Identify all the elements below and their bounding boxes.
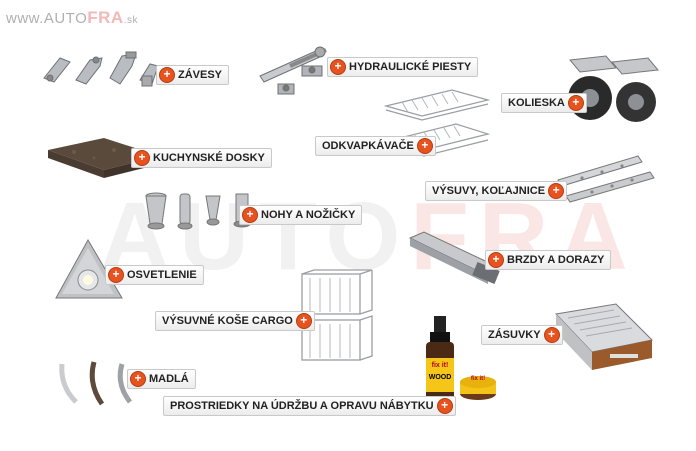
hydraulic-pistons-image[interactable]	[256, 44, 332, 100]
category-label: VÝSUVY, KOĽAJNICE	[432, 185, 546, 197]
plus-icon: +	[242, 207, 258, 223]
logo-auto: AUTO	[43, 10, 88, 27]
hinges-image[interactable]	[40, 48, 160, 90]
drawer-image[interactable]	[550, 300, 658, 392]
plus-icon: +	[548, 183, 565, 199]
category-hydraulicke-piesty[interactable]: + HYDRAULICKÉ PIESTY	[327, 57, 479, 77]
plus-icon: +	[130, 371, 146, 387]
drawer-slides-image[interactable]	[552, 150, 656, 208]
category-label: ZÁVESY	[178, 69, 223, 81]
plus-icon: +	[436, 398, 453, 414]
category-label: NOHY A NOŽIČKY	[261, 209, 356, 221]
plus-icon: +	[134, 150, 150, 166]
plus-icon: +	[567, 95, 584, 111]
category-label: MADLÁ	[149, 373, 189, 385]
category-label: KUCHYNSKÉ DOSKY	[153, 152, 265, 164]
category-prostriedky[interactable]: PROSTRIEDKY NA ÚDRŽBU A OPRAVU NÁBYTKU +	[163, 396, 456, 416]
handles-image[interactable]	[56, 356, 152, 408]
category-zavesy[interactable]: + ZÁVESY	[156, 65, 230, 85]
category-label: ZÁSUVKY	[488, 329, 541, 341]
castor-wheels-image[interactable]	[560, 52, 664, 126]
category-label: PROSTRIEDKY NA ÚDRŽBU A OPRAVU NÁBYTKU	[170, 400, 434, 412]
plus-icon: +	[488, 252, 504, 268]
plus-icon: +	[330, 59, 346, 75]
plus-icon: +	[159, 67, 175, 83]
category-vysuvne-kose-cargo[interactable]: VÝSUVNÉ KOŠE CARGO +	[155, 311, 315, 331]
category-label: BRZDY A DORAZY	[507, 254, 605, 266]
logo-fra: FRA	[87, 8, 124, 27]
category-label: KOLIESKA	[508, 97, 565, 109]
site-logo[interactable]: www.AUTOFRA.sk	[6, 8, 138, 28]
furniture-legs-image[interactable]	[140, 190, 260, 234]
plus-icon: +	[295, 313, 312, 329]
category-label: OSVETLENIE	[127, 269, 197, 281]
category-label: ODKVAPKÁVAČE	[322, 140, 414, 152]
category-label: HYDRAULICKÉ PIESTY	[349, 61, 472, 73]
category-brzdy-a-dorazy[interactable]: + BRZDY A DORAZY	[485, 250, 612, 270]
category-madla[interactable]: + MADLÁ	[127, 369, 196, 389]
logo-prefix: www.	[6, 10, 44, 27]
logo-suffix: .sk	[123, 15, 138, 26]
bottle-brand: fix it!	[431, 362, 449, 369]
category-kolieska[interactable]: KOLIESKA +	[501, 93, 587, 113]
category-label: VÝSUVNÉ KOŠE CARGO	[162, 315, 293, 327]
category-kuchynske-dosky[interactable]: + KUCHYNSKÉ DOSKY	[131, 148, 272, 168]
bottle-label: WOOD	[428, 374, 452, 381]
plus-icon: +	[543, 327, 560, 343]
category-zasuvky[interactable]: ZÁSUVKY +	[481, 325, 563, 345]
maintenance-products-image[interactable]: fix it! WOOD fix it!	[420, 312, 500, 420]
jar-brand: fix it!	[470, 376, 486, 382]
category-osvetlenie[interactable]: + OSVETLENIE	[105, 265, 204, 285]
category-nohy-a-nozicky[interactable]: + NOHY A NOŽIČKY	[239, 205, 363, 225]
category-odkvapkavace[interactable]: ODKVAPKÁVAČE +	[315, 136, 436, 156]
cargo-basket-image[interactable]	[294, 268, 376, 368]
plus-icon: +	[108, 267, 124, 283]
category-vysuvy-kolajnice[interactable]: VÝSUVY, KOĽAJNICE +	[425, 181, 568, 201]
plus-icon: +	[416, 138, 433, 154]
